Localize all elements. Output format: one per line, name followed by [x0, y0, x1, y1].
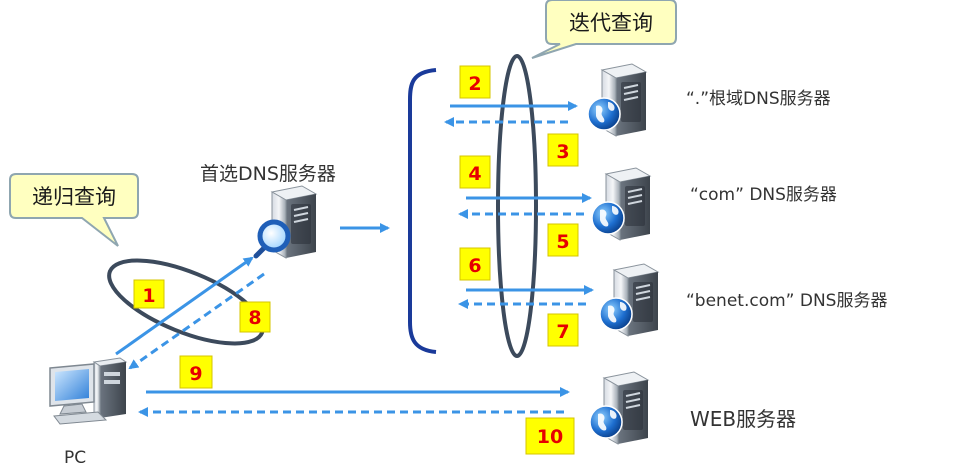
iterative-query-label: 迭代查询 — [569, 11, 653, 35]
step-number: 4 — [468, 163, 481, 185]
step-badge-10: 10 — [525, 417, 575, 455]
iterative-group-bracket — [408, 68, 437, 354]
benet-dns-server-icon — [599, 263, 659, 337]
step-badge-3: 3 — [547, 133, 579, 167]
arrow-step-8 — [128, 272, 265, 370]
step-number: 10 — [537, 426, 563, 448]
step-number: 2 — [468, 73, 481, 95]
step-number: 6 — [468, 255, 481, 277]
root-dns-label: “.”根域DNS服务器 — [686, 89, 831, 109]
step-number: 8 — [248, 307, 261, 329]
step-number: 7 — [556, 321, 569, 343]
step-badge-2: 2 — [459, 65, 491, 99]
root-dns-server-icon — [587, 63, 647, 137]
web-server-icon — [589, 371, 649, 445]
preferred-dns-server-icon — [256, 186, 316, 258]
arrow-step-1 — [115, 256, 254, 356]
iterative-query-callout: 迭代查询 — [531, 0, 677, 59]
step-badge-9: 9 — [179, 355, 213, 389]
step-badge-6: 6 — [459, 247, 491, 281]
pc-label: PC — [64, 448, 86, 468]
pc-icon — [49, 357, 127, 425]
step-number: 5 — [556, 231, 569, 253]
com-dns-label: “com” DNS服务器 — [690, 185, 837, 205]
recursive-query-callout: 递归查询 — [9, 173, 139, 247]
step-badges: 1 2 3 4 5 6 7 8 — [133, 65, 579, 455]
step-number: 1 — [142, 285, 155, 307]
step-badge-7: 7 — [547, 313, 579, 347]
step-number: 3 — [556, 141, 569, 163]
step-badge-4: 4 — [459, 155, 491, 189]
web-server-label: WEB服务器 — [690, 407, 796, 431]
com-dns-server-icon — [591, 167, 651, 241]
benet-dns-label: “benet.com” DNS服务器 — [686, 291, 887, 311]
step-badge-5: 5 — [547, 223, 579, 257]
iterative-query-ellipse — [496, 54, 538, 358]
step-number: 9 — [189, 363, 202, 385]
recursive-query-label: 递归查询 — [32, 185, 116, 209]
arrows — [115, 101, 594, 417]
preferred-dns-label: 首选DNS服务器 — [200, 163, 336, 185]
step-badge-8: 8 — [239, 301, 271, 333]
step-badge-1: 1 — [133, 279, 165, 309]
recursive-query-ellipse — [107, 258, 265, 346]
